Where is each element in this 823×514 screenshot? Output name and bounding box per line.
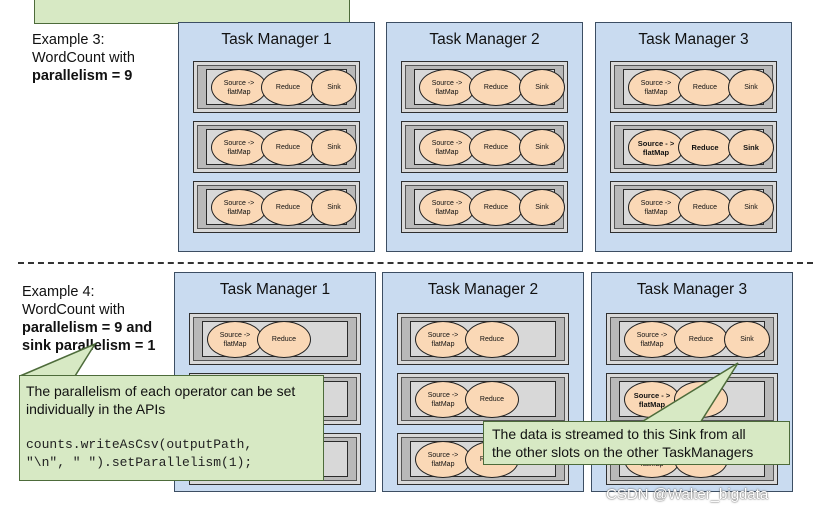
task-manager-title: Task Manager 2 <box>429 31 540 48</box>
operator-source-flatmap: Source -> flatMap <box>211 189 267 226</box>
task-manager-title: Task Manager 1 <box>221 31 332 48</box>
parallelism-code: counts.writeAsCsv(outputPath, "\n", " ")… <box>26 436 252 472</box>
operator-sink: Sink <box>519 189 565 226</box>
csdn-watermark: CSDN @Walter_bigdata <box>606 486 769 503</box>
example4-label-line2: WordCount with <box>22 302 125 318</box>
operator-source-flatmap: Source -> flatMap <box>628 69 684 106</box>
sink-streaming-callout-line1: The data is streamed to this Sink from a… <box>492 426 746 442</box>
parallelism-code-line2: "\n", " ").setParallelism(1); <box>26 455 253 470</box>
task-manager-title: Task Manager 2 <box>427 281 539 298</box>
sink-streaming-callout-line2: the other slots on the other TaskManager… <box>492 444 754 460</box>
operator-reduce: Reduce <box>465 321 519 358</box>
example4-label-line1: Example 4: <box>22 284 95 300</box>
operator-reduce: Reduce <box>261 189 315 226</box>
task-manager-title: Task Manager 1 <box>219 281 331 298</box>
operator-reduce: Reduce <box>257 321 311 358</box>
example3-label-line2: WordCount with <box>32 50 135 66</box>
operator-sink: Sink <box>311 189 357 226</box>
operator-sink: Sink <box>519 69 565 106</box>
operator-source-flatmap: Source -> flatMap <box>415 321 471 358</box>
operator-source-flatmap: Source -> flatMap <box>419 189 475 226</box>
operator-source-flatmap: Source - > flatMap <box>628 129 684 166</box>
parallelism-callout: The parallelism of each operator can be … <box>19 375 324 481</box>
operator-source-flatmap: Source -> flatMap <box>211 129 267 166</box>
example4-label: Example 4: WordCount with parallelism = … <box>22 283 155 355</box>
operator-sink: Sink <box>311 129 357 166</box>
operator-reduce: Reduce <box>261 129 315 166</box>
left-callout-pointer <box>19 342 97 377</box>
right-callout-pointer <box>637 362 739 424</box>
parallelism-callout-text: The parallelism of each operator can be … <box>26 382 295 418</box>
operator-sink: Sink <box>724 321 770 358</box>
task-manager-title: Task Manager 3 <box>636 281 748 298</box>
sink-streaming-callout-text: The data is streamed to this Sink from a… <box>492 425 753 461</box>
operator-reduce: Reduce <box>469 129 523 166</box>
task-manager-title: Task Manager 3 <box>638 31 749 48</box>
section-divider <box>18 262 813 264</box>
example3-label-line3: parallelism = 9 <box>32 68 133 84</box>
operator-source-flatmap: Source -> flatMap <box>419 69 475 106</box>
operator-source-flatmap: Source -> flatMap <box>207 321 263 358</box>
example3-label: Example 3: WordCount with parallelism = … <box>32 31 135 85</box>
sink-streaming-callout: The data is streamed to this Sink from a… <box>483 421 790 465</box>
parallelism-code-line1: counts.writeAsCsv(outputPath, <box>26 437 253 452</box>
operator-sink: Sink <box>728 69 774 106</box>
operator-source-flatmap: Source -> flatMap <box>415 381 471 418</box>
operator-reduce: Reduce <box>261 69 315 106</box>
operator-sink: Sink <box>728 129 774 166</box>
operator-reduce: Reduce <box>469 69 523 106</box>
operator-sink: Sink <box>519 129 565 166</box>
operator-source-flatmap: Source -> flatMap <box>628 189 684 226</box>
operator-source-flatmap: Source -> flatMap <box>211 69 267 106</box>
operator-reduce: Reduce <box>465 381 519 418</box>
example3-label-line1: Example 3: <box>32 32 105 48</box>
operator-sink: Sink <box>728 189 774 226</box>
parallelism-callout-line1: The parallelism of each operator can be … <box>26 383 296 399</box>
operator-source-flatmap: Source -> flatMap <box>419 129 475 166</box>
operator-reduce: Reduce <box>678 189 732 226</box>
operator-source-flatmap: Source -> flatMap <box>624 321 680 358</box>
example4-label-line3: parallelism = 9 and <box>22 320 153 336</box>
parallelism-callout-line2: individually in the APIs <box>26 401 166 417</box>
operator-sink: Sink <box>311 69 357 106</box>
